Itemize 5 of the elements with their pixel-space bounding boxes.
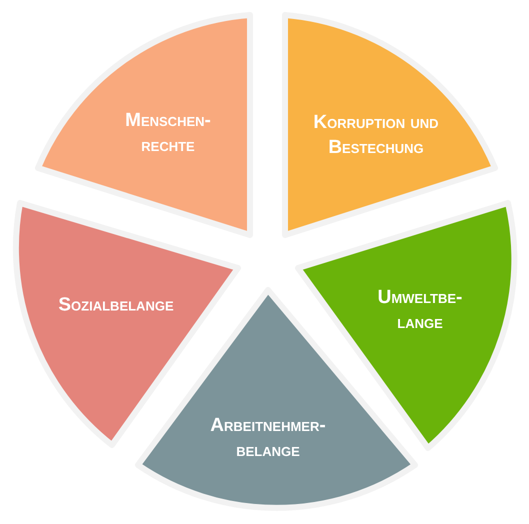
- segment-label: Umweltbe- lange: [355, 285, 485, 335]
- segment-label: Sozialbelange: [58, 292, 174, 318]
- segment-label: Korruption und Bestechung: [291, 110, 461, 160]
- segment-label: Arbeitnehmer- belange: [193, 413, 343, 463]
- segment-label: Menschen- rechte: [103, 108, 233, 158]
